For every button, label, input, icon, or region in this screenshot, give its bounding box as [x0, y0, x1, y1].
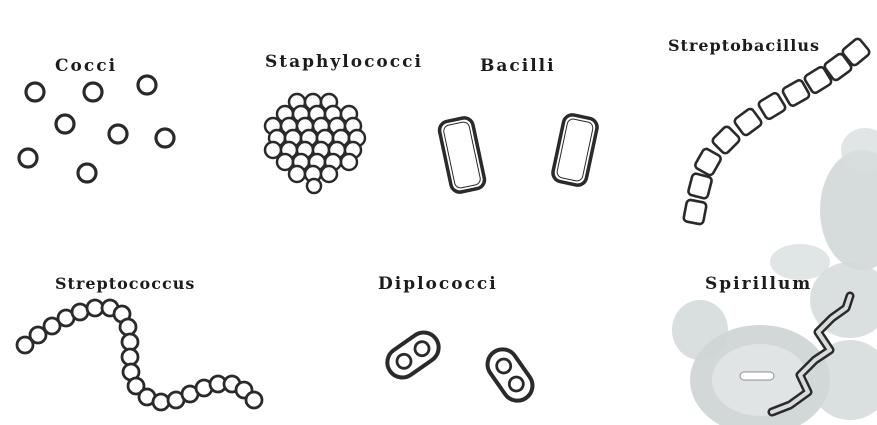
diplococcus-pair — [482, 343, 539, 406]
streptobacillus-segment — [688, 173, 713, 199]
diplococci-illustration — [381, 327, 538, 407]
label-streptococcus: Streptococcus — [55, 274, 195, 293]
streptococcus-cell — [72, 304, 88, 320]
bacillus-cell — [438, 116, 486, 193]
label-bacilli: Bacilli — [480, 56, 556, 76]
streptococcus-illustration — [17, 300, 262, 410]
coccus-cell — [19, 149, 37, 167]
staphylococcus-cell — [341, 154, 357, 170]
streptobacillus-cell — [757, 92, 786, 120]
coccus-cell — [156, 129, 174, 147]
streptococcus-cell — [120, 319, 136, 335]
label-spirillum: Spirillum — [705, 274, 812, 294]
streptobacillus-segment — [711, 125, 741, 155]
staphylococcus-cell — [307, 179, 321, 193]
bacillus-cell — [551, 113, 598, 187]
streptococcus-cell — [87, 300, 103, 316]
coccus-cell — [26, 83, 44, 101]
label-cocci: Cocci — [55, 56, 117, 76]
streptobacillus-cell — [733, 107, 763, 136]
coccus-cell — [84, 83, 102, 101]
streptobacillus-segment — [683, 199, 707, 224]
coccus-cell — [56, 115, 74, 133]
coccus-cell — [109, 125, 127, 143]
coccus-cell — [78, 164, 96, 182]
streptobacillus-cell — [683, 199, 707, 224]
staphylococcus-cell — [321, 166, 337, 182]
diplococcus-pair — [381, 327, 444, 384]
streptococcus-cell — [246, 392, 262, 408]
staphylococci-illustration — [265, 94, 365, 193]
coccus-cell — [138, 76, 156, 94]
cocci-illustration — [19, 76, 174, 182]
label-diplococci: Diplococci — [378, 274, 498, 294]
streptobacillus-cell — [711, 125, 741, 155]
bacilli-illustration — [438, 113, 599, 194]
streptobacillus-cell — [694, 148, 722, 177]
streptococcus-cell — [153, 394, 169, 410]
streptobacillus-cell — [688, 173, 713, 199]
streptococcus-cell — [122, 349, 138, 365]
staphylococcus-cell — [289, 166, 305, 182]
streptobacillus-segment — [757, 92, 786, 120]
streptobacillus-segment — [694, 148, 722, 177]
streptobacillus-segment — [733, 107, 763, 136]
label-streptobacillus: Streptobacillus — [668, 36, 820, 55]
label-staphylococci: Staphylococci — [265, 52, 423, 72]
diplococcus-capsule — [482, 343, 539, 406]
diplococcus-capsule — [381, 327, 444, 384]
